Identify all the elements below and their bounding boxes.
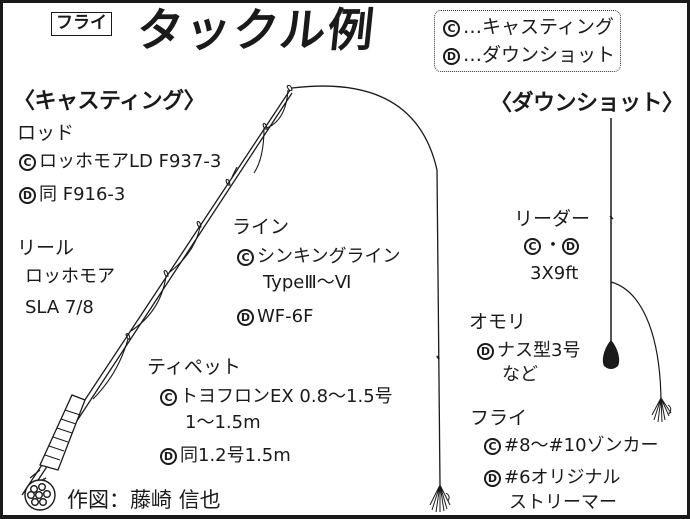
casting-mark-icon: C (484, 438, 501, 455)
casting-mark-icon: C (160, 389, 177, 406)
leader-marks: C・D (524, 237, 582, 255)
tippet-label: ティペット (147, 356, 241, 378)
leader-spec: 3X9ft (530, 263, 579, 284)
downshot-mark-icon: D (477, 343, 494, 360)
legend: C…キャスティング D…ダウンショット (434, 10, 621, 72)
line-casting-value: シンキングライン (257, 246, 401, 267)
leader-mark-separator: ・ (544, 235, 562, 256)
tippet-casting-length: 1～1.5m (185, 412, 261, 433)
sinker-downshot-value: ナス型3号 (497, 340, 581, 361)
legend-item-downshot: D…ダウンショット (443, 46, 615, 65)
sinker-icon (602, 340, 620, 369)
line-label: ライン (232, 216, 290, 238)
tippet-downshot-value: 同1.2号1.5m (180, 445, 291, 466)
fly-rod-icon (21, 89, 293, 498)
tackle-illustration (21, 84, 672, 513)
legend-downshot-label: …ダウンショット (463, 44, 616, 66)
casting-mark-icon: C (19, 154, 36, 171)
casting-fly-icon (429, 484, 451, 513)
casting-line (291, 85, 441, 486)
title-badge: フライ (51, 12, 112, 36)
casting-mark-icon: C (237, 249, 254, 266)
rod-casting-value: ロッホモアLD F937-3 (39, 151, 222, 172)
reel-icon (24, 479, 56, 511)
rod-guides (92, 84, 293, 400)
line-downshot-value: WF-6F (257, 306, 314, 327)
downshot-mark-icon: D (160, 448, 177, 465)
credit: 作図：藤崎 信也 (67, 488, 221, 512)
fly-downshot: D#6オリジナル (484, 469, 621, 487)
reel-model: ロッホモア (25, 266, 115, 287)
legend-casting-label: …キャスティング (463, 16, 614, 38)
downshot-mark-icon: D (484, 470, 501, 487)
fly-casting-value: #8～#10ゾンカー (504, 435, 659, 456)
legend-item-casting: C…キャスティング (443, 18, 614, 37)
line-casting-type: TypeⅢ～Ⅵ (263, 272, 352, 293)
casting-heading: 〈キャスティング〉 (13, 89, 206, 114)
downshot-mark-icon: D (237, 309, 254, 326)
tippet-casting-value: トヨフロンEX 0.8～1.5号 (180, 386, 393, 407)
page-title: タックル例 (134, 3, 379, 57)
fly-downshot-value: #6オリジナル (504, 467, 621, 488)
sinker-note: など (502, 364, 538, 385)
rod-downshot-value: 同 F916-3 (39, 184, 126, 205)
casting-mark-icon: C (524, 238, 541, 255)
downshot-mark-icon: D (19, 187, 36, 204)
reel-label: リール (17, 237, 75, 259)
downshot-heading: 〈ダウンショット〉 (490, 91, 684, 116)
downshot-mark-icon: D (443, 48, 460, 65)
downshot-mark-icon: D (562, 238, 579, 255)
downshot-fly-icon (651, 397, 672, 423)
reel-size: SLA 7/8 (25, 297, 94, 318)
rod-label: ロッド (17, 122, 75, 144)
downshot-dropper (610, 281, 662, 401)
fly-downshot-type: ストリーマー (509, 492, 617, 513)
casting-mark-icon: C (443, 20, 460, 37)
fly-label: フライ (470, 407, 528, 429)
sinker-label: オモリ (469, 311, 527, 333)
leader-label: リーダー (514, 208, 591, 230)
fly-casting: C#8～#10ゾンカー (484, 437, 659, 455)
